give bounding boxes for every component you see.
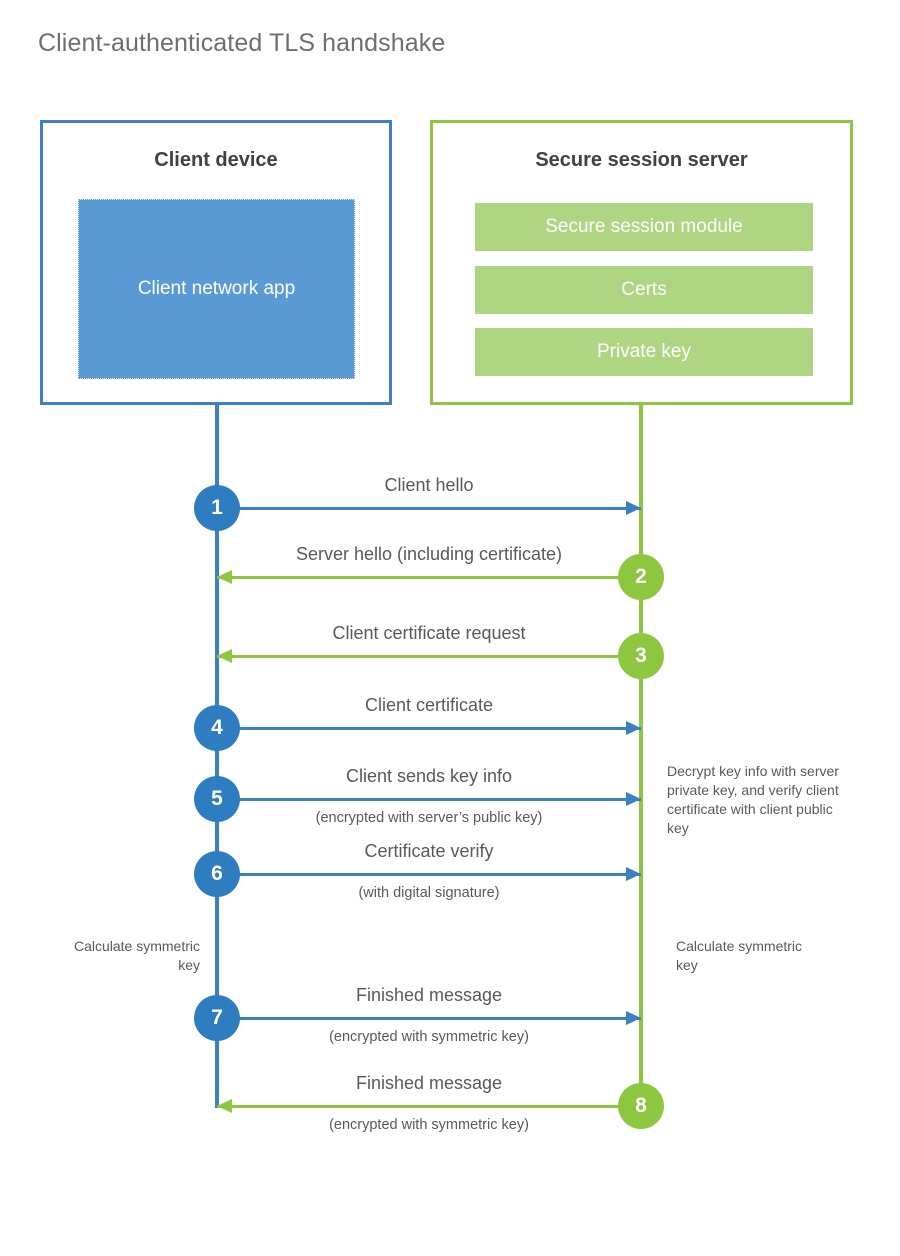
step-7-sublabel: (encrypted with symmetric key) (329, 1029, 529, 1045)
arrow-head-icon (217, 570, 232, 584)
server-decrypt-note: Decrypt key info with server private key… (667, 763, 839, 836)
step-4-arrow-line (217, 727, 641, 730)
step-6-badge: 6 (194, 851, 240, 897)
step-6-label: Certificate verify (364, 841, 494, 861)
client-device-title: Client device (154, 149, 278, 171)
server-lifeline (639, 403, 643, 1108)
step-8-label: Finished message (355, 1073, 503, 1093)
step-3-label: Client certificate request (332, 623, 526, 643)
step-6-sublabel: (with digital signature) (358, 885, 500, 901)
step-6-arrow-line (217, 873, 641, 876)
secure-session-server-box: Secure session server Secure session mod… (430, 120, 853, 405)
server-component-label: Certs (621, 279, 667, 300)
step-1-badge: 1 (194, 485, 240, 531)
step-1-arrow-line (217, 507, 641, 510)
step-4-label: Client certificate (364, 695, 494, 715)
arrow-head-icon (217, 649, 232, 663)
step-5-badge: 5 (194, 776, 240, 822)
arrow-head-icon (626, 721, 641, 735)
step-8-sublabel: (encrypted with symmetric key) (329, 1117, 529, 1133)
arrow-head-icon (626, 501, 641, 515)
step-8-arrow-line (217, 1105, 641, 1108)
server-calculate-symmetric-key-note: Calculate symmetric key (676, 938, 803, 973)
step-5-sublabel: (encrypted with server’s public key) (315, 810, 543, 826)
arrow-head-icon (626, 867, 641, 881)
client-network-app-label: Client network app (137, 278, 296, 299)
arrow-head-icon (626, 792, 641, 806)
step-2-label: Server hello (including certificate) (295, 544, 563, 564)
client-network-app-block: Client network app (78, 199, 355, 379)
arrow-head-icon (217, 1099, 232, 1113)
step-2-badge: 2 (618, 554, 664, 600)
step-7-label: Finished message (355, 985, 503, 1005)
client-lifeline (215, 403, 219, 1108)
arrow-head-icon (626, 1011, 641, 1025)
server-component-certs: Certs (475, 266, 813, 314)
step-5-arrow-line (217, 798, 641, 801)
step-2-arrow-line (217, 576, 641, 579)
secure-session-server-title: Secure session server (535, 149, 748, 171)
server-component-label: Private key (597, 341, 691, 362)
page-title: Client-authenticated TLS handshake (38, 29, 446, 57)
step-1-label: Client hello (384, 475, 474, 495)
server-component-private-key: Private key (475, 328, 813, 376)
step-7-badge: 7 (194, 995, 240, 1041)
step-7-arrow-line (217, 1017, 641, 1020)
step-5-label: Client sends key info (345, 766, 513, 786)
server-component-secure-session-module: Secure session module (475, 203, 813, 251)
client-calculate-symmetric-key-note: Calculate symmetric key (73, 938, 200, 973)
step-3-arrow-line (217, 655, 641, 658)
step-3-badge: 3 (618, 633, 664, 679)
client-device-box: Client device Client network app (40, 120, 392, 405)
server-component-label: Secure session module (545, 216, 743, 237)
step-4-badge: 4 (194, 705, 240, 751)
step-8-badge: 8 (618, 1083, 664, 1129)
